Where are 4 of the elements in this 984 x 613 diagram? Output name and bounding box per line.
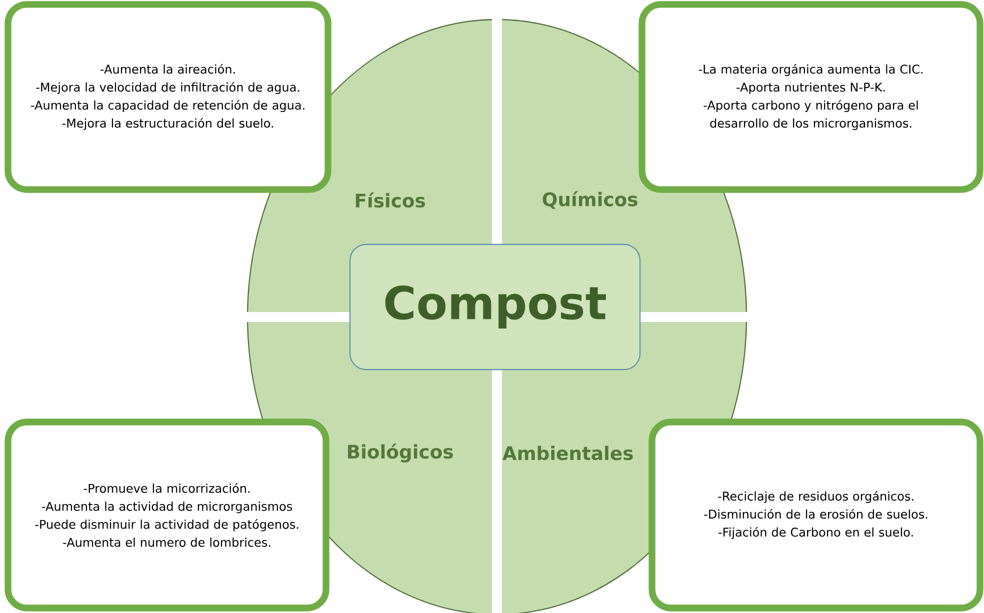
info-card: -Reciclaje de residuos orgánicos. -Disminución de la erosión de suelos. -Fijación de Carbono en el suelo.: [648, 418, 984, 612]
info-card: -Promueve la micorrización. -Aumenta la actividad de microrganismos -Puede disminuir la actividad de patógenos. -Aumenta el numero de lombrices.: [4, 418, 330, 612]
info-card: -Aumenta la aireación. -Mejora la velocidad de infiltración de agua. -Aumenta la capacidad de retención de agua. -Mejora la estructuración del suelo.: [4, 1, 332, 193]
info-card: -La materia orgánica aumenta la CIC. -Aporta nutrientes N-P-K. -Aporta carbono y nitrógeno para el desarrollo de los microrganismos.: [638, 1, 984, 193]
